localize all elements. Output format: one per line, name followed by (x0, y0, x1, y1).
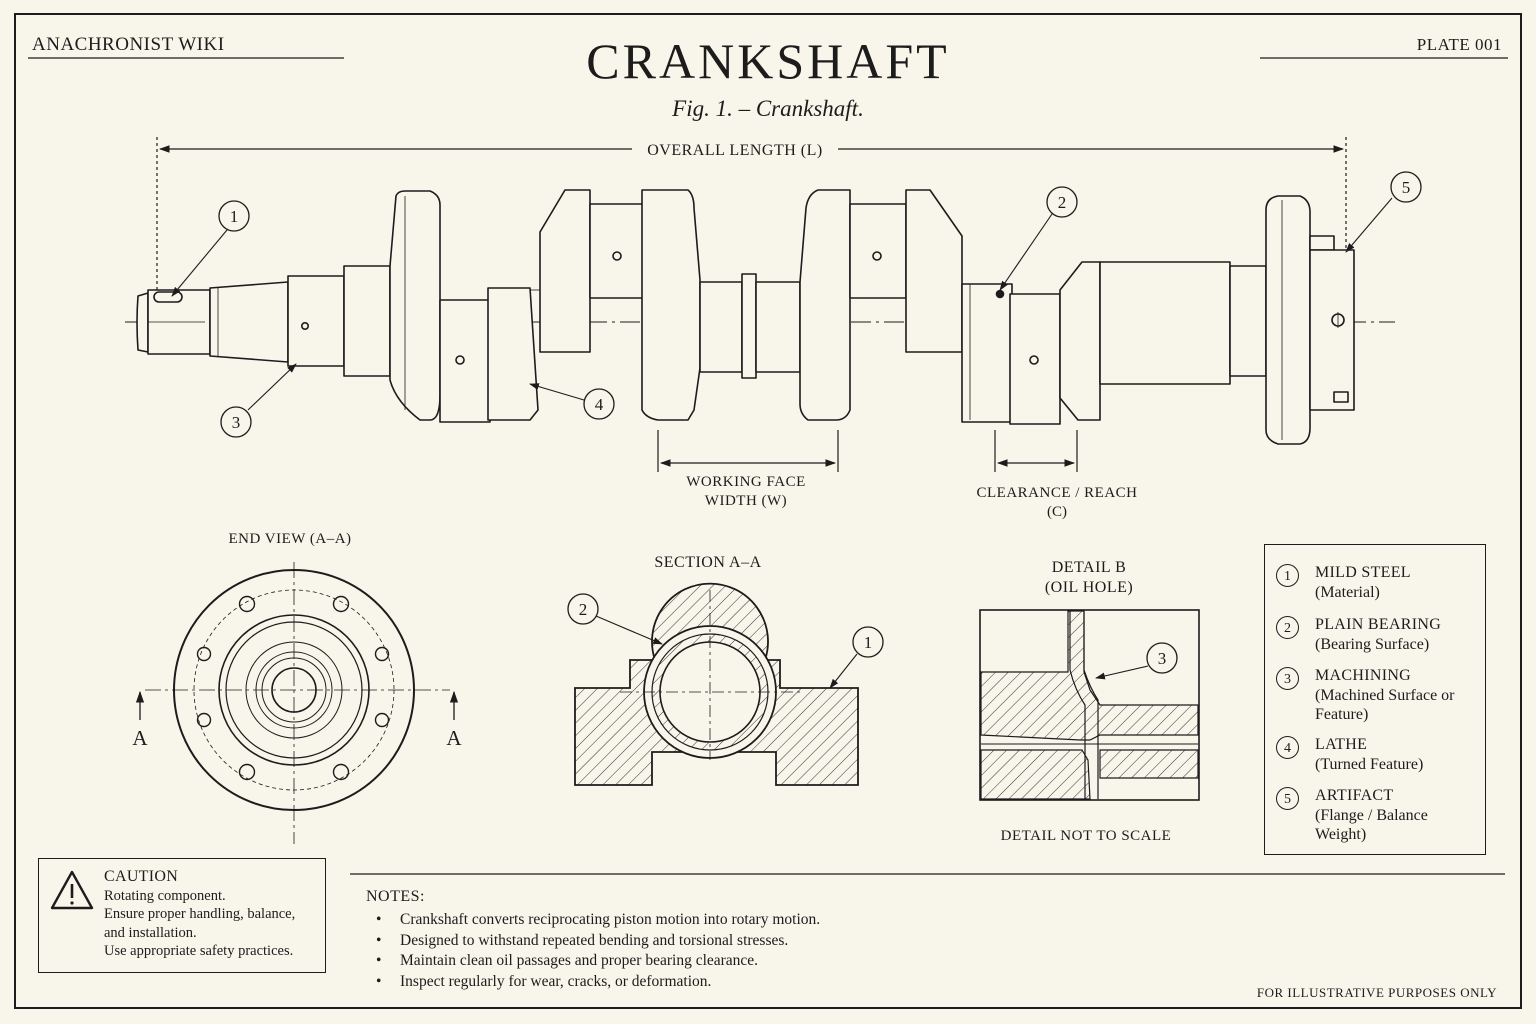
section-title: SECTION A–A (654, 554, 761, 571)
callout-4: 4 (583, 388, 615, 420)
legend-desc: (Material) (1315, 584, 1380, 601)
svg-text:1: 1 (230, 207, 239, 226)
caution-line-2: Ensure proper handling, balance, (104, 906, 296, 923)
svg-text:4: 4 (595, 395, 604, 414)
detail-callout-3: 3 (1146, 642, 1178, 674)
legend-desc: (Turned Feature) (1315, 756, 1424, 773)
clearance-dimension (994, 430, 1078, 472)
section-letter-left: A (132, 726, 148, 750)
detail-note: DETAIL NOT TO SCALE (1001, 828, 1172, 844)
caution-box (38, 858, 326, 973)
legend-box (1264, 544, 1486, 855)
legend-name: LATHE (1315, 736, 1368, 753)
legend-desc: (Machined Surface or Feature) (1315, 687, 1455, 723)
detail-view (979, 609, 1200, 801)
svg-text:3: 3 (1158, 649, 1167, 668)
callout-5: 5 (1390, 171, 1422, 203)
warning-triangle-icon (50, 870, 94, 910)
clearance-label-1: CLEARANCE / REACH (976, 485, 1137, 501)
section-callout-2: 2 (567, 593, 599, 625)
caution-line-1: Rotating component. (104, 887, 226, 904)
notes-title: NOTES: (366, 888, 425, 905)
plate-border (14, 13, 1522, 1009)
legend-name: MILD STEEL (1315, 564, 1411, 581)
svg-text:1: 1 (864, 633, 873, 652)
crankshaft-side-view (125, 189, 1395, 445)
section-callout-1: 1 (852, 626, 884, 658)
caution-line-3: and installation. (104, 924, 197, 941)
caution-title: CAUTION (104, 868, 179, 885)
legend-name: PLAIN BEARING (1315, 616, 1442, 633)
legend-number: 1 (1276, 564, 1299, 587)
note-item: Maintain clean oil passages and proper b… (376, 951, 1126, 972)
legend-number: 4 (1276, 736, 1299, 759)
end-view-title: END VIEW (A–A) (228, 531, 351, 547)
note-item: Designed to withstand repeated bending a… (376, 931, 1126, 952)
callout-2: 2 (1046, 186, 1078, 218)
legend-name: ARTIFACT (1315, 787, 1394, 804)
working-face-dimension (657, 430, 839, 472)
legend-number: 5 (1276, 787, 1299, 810)
detail-title-2: (OIL HOLE) (1045, 579, 1133, 596)
plate-number: PLATE 001 (1417, 35, 1502, 54)
overall-length-label: OVERALL LENGTH (L) (647, 142, 822, 159)
side-view-leaders (171, 197, 1393, 411)
notes-section: NOTES: Crankshaft converts reciprocating… (366, 888, 1126, 992)
callout-3: 3 (220, 406, 252, 438)
site-name: ANACHRONIST WIKI (32, 34, 225, 55)
caution-text: CAUTION Rotating component. Ensure prope… (104, 868, 328, 961)
note-item: Inspect regularly for wear, cracks, or d… (376, 972, 1126, 993)
legend-desc: (Flange / Balance Weight) (1315, 807, 1428, 843)
svg-text:2: 2 (579, 600, 588, 619)
working-face-label-1: WORKING FACE (686, 474, 805, 490)
note-item: Crankshaft converts reciprocating piston… (376, 910, 1126, 931)
working-face-label-2: WIDTH (W) (705, 493, 787, 509)
legend-number: 2 (1276, 616, 1299, 639)
page-title: CRANKSHAFT (586, 33, 949, 89)
svg-text:2: 2 (1058, 193, 1067, 212)
legend-number: 3 (1276, 667, 1299, 690)
detail-title-1: DETAIL B (1052, 559, 1127, 576)
callout-1: 1 (218, 200, 250, 232)
notes-list: Crankshaft converts reciprocating piston… (366, 910, 1126, 992)
caution-line-4: Use appropriate safety practices. (104, 943, 294, 960)
footer-disclaimer: FOR ILLUSTRATIVE PURPOSES ONLY (1257, 985, 1497, 1000)
section-letter-right: A (446, 726, 462, 750)
clearance-label-2: (C) (1047, 504, 1067, 520)
legend-name: MACHINING (1315, 667, 1412, 684)
figure-caption: Fig. 1. – Crankshaft. (671, 96, 864, 121)
legend-desc: (Bearing Surface) (1315, 636, 1430, 653)
overall-length-dimension (156, 137, 1347, 310)
end-view (135, 562, 459, 844)
svg-text:3: 3 (232, 413, 241, 432)
section-leaders (595, 615, 858, 689)
section-view (574, 582, 859, 786)
svg-text:5: 5 (1402, 178, 1411, 197)
